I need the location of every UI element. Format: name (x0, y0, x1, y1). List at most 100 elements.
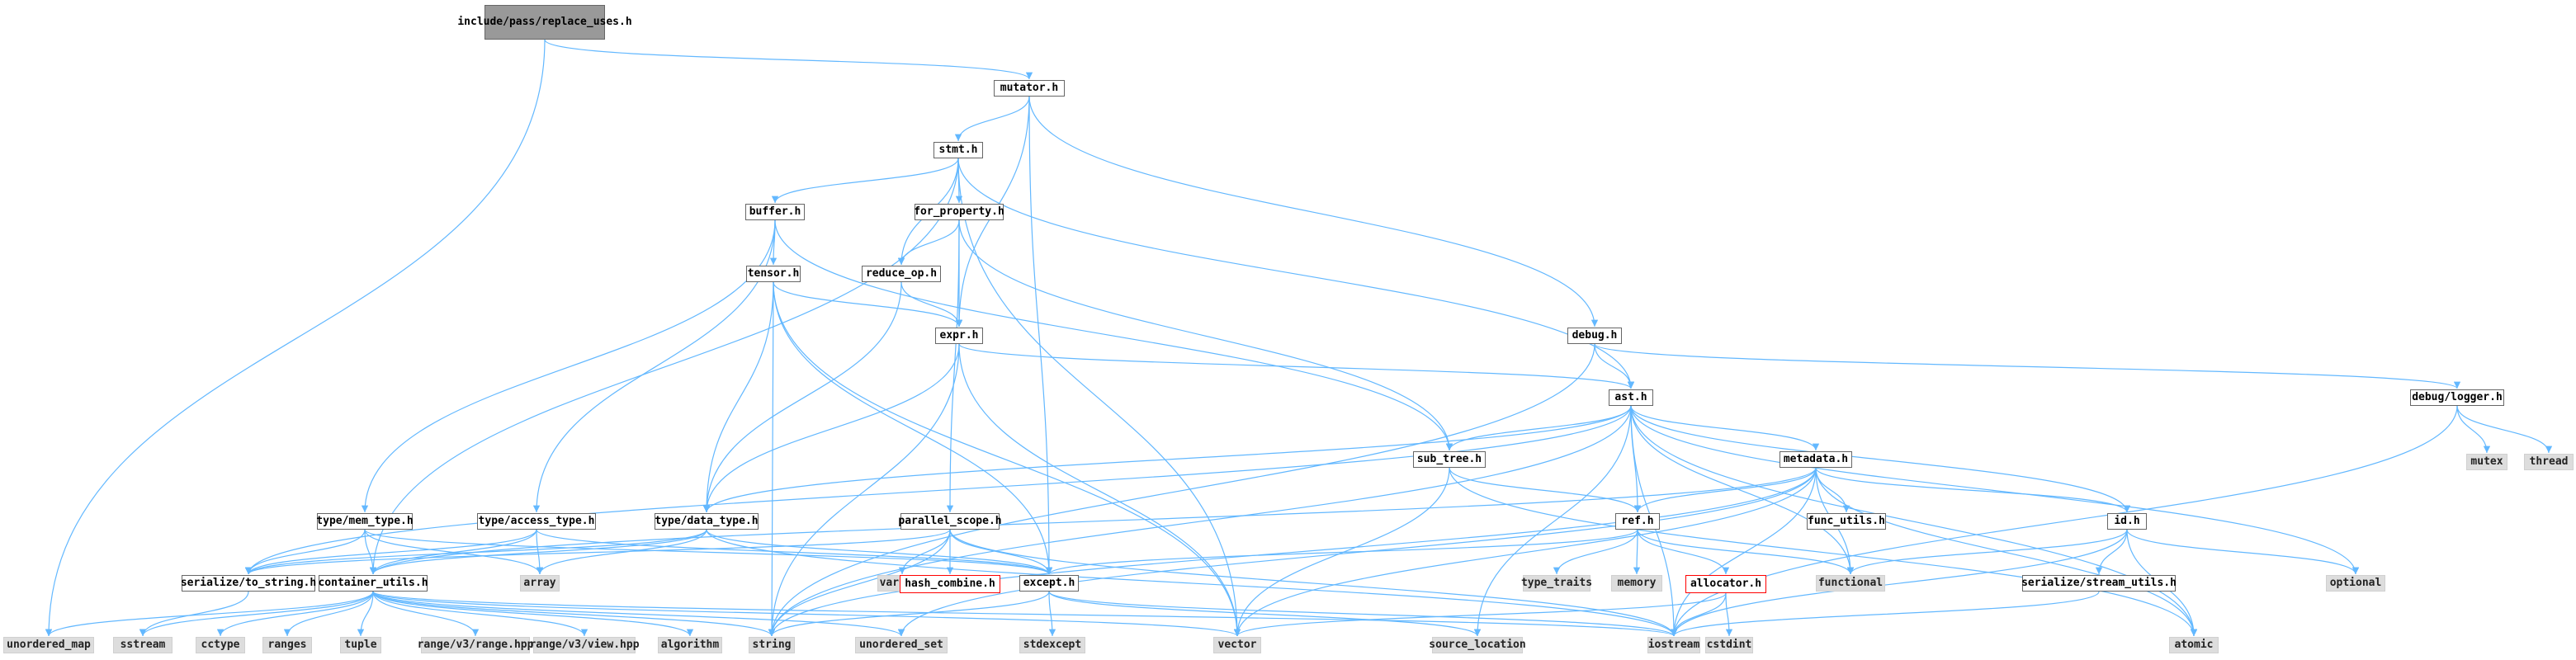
node-string[interactable]: string (749, 637, 795, 653)
edge-expr-to-string (768, 343, 960, 637)
edge-debug-to-ast (1594, 343, 1635, 389)
node-cctype[interactable]: cctype (196, 637, 245, 653)
node-thread[interactable]: thread (2524, 454, 2574, 470)
node-algorithm[interactable]: algorithm (658, 637, 722, 653)
node-metadata-h[interactable]: metadata.h (1780, 451, 1852, 468)
node-sub-tree-h[interactable]: sub_tree.h (1413, 451, 1486, 468)
edge-ast-to-optional (1630, 405, 2360, 575)
node-range-v3-range-hpp[interactable]: range/v3/range.hpp (418, 637, 533, 653)
edge-ast-to-source_location (1473, 405, 1632, 637)
node-type-access-type-h[interactable]: type/access_type.h (477, 513, 596, 530)
node-range-v3-view-hpp[interactable]: range/v3/view.hpp (529, 637, 640, 653)
edge-parallel_scope-to-serialize_to_string (245, 529, 951, 575)
node-unordered-set[interactable]: unordered_set (855, 637, 948, 653)
node-except-h[interactable]: except.h (1019, 575, 1079, 592)
node-atomic[interactable]: atomic (2169, 637, 2219, 653)
node-debug-logger-h[interactable]: debug/logger.h (2410, 389, 2504, 406)
node-array[interactable]: array (520, 575, 560, 592)
node-type-data-type-h[interactable]: type/data_type.h (655, 513, 759, 530)
node-stmt-h[interactable]: stmt.h (934, 142, 983, 158)
edge-debug-to-debug_logger (1594, 343, 2460, 389)
node-sstream[interactable]: sstream (113, 637, 173, 653)
edge-root-to-mutator (544, 39, 1033, 80)
edge-ref-to-type_traits (1553, 529, 1638, 575)
edge-except-to-stdexcept (1048, 591, 1056, 637)
edge-serialize_to_string-to-sstream (139, 591, 249, 637)
edge-parallel_scope-to-string (768, 529, 951, 637)
node-memory[interactable]: memory (1611, 575, 1662, 592)
edge-ast-to-functional (1630, 405, 1855, 575)
edge-container_utils-to-range_v3_view (372, 591, 588, 637)
node-mutex[interactable]: mutex (2466, 454, 2507, 470)
edge-ref-to-allocator (1637, 529, 1730, 575)
node-cstdint[interactable]: cstdint (1705, 637, 1753, 653)
edge-parallel_scope-to-iostream (949, 529, 1678, 637)
node-functional[interactable]: functional (1816, 575, 1885, 592)
edge-debug_logger-to-thread (2456, 405, 2553, 454)
edge-parallel_scope-to-except (949, 529, 1053, 575)
node-allocator-h[interactable]: allocator.h (1685, 575, 1766, 593)
edge-ref-to-except (1046, 529, 1638, 575)
node-tuple[interactable]: tuple (340, 637, 381, 653)
node-vector[interactable]: vector (1213, 637, 1261, 653)
edge-container_utils-to-vector (372, 591, 1241, 637)
edge-expr-to-type_data_type (702, 343, 960, 513)
edge-type_data_type-to-serialize_to_string (244, 529, 707, 575)
edge-expr-to-vector (958, 343, 1241, 637)
node-ast-h[interactable]: ast.h (1609, 389, 1653, 406)
edge-ast-to-string (768, 405, 1632, 637)
edge-type_data_type-to-container_utils (369, 529, 707, 575)
node-for-property-h[interactable]: for_property.h (914, 204, 1004, 220)
node-debug-h[interactable]: debug.h (1567, 328, 1622, 344)
node-buffer-h[interactable]: buffer.h (745, 204, 805, 220)
node-source-location[interactable]: source_location (1429, 637, 1526, 653)
node-mutator-h[interactable]: mutator.h (994, 80, 1065, 97)
edge-id-to-iostream (1670, 529, 2128, 637)
node-container-utils-h[interactable]: container_utils.h (318, 575, 428, 592)
edge-container_utils-to-ranges (283, 591, 374, 637)
edge-reduce_op-to-type_data_type (702, 281, 902, 513)
node-func-utils-h[interactable]: func_utils.h (1807, 513, 1886, 530)
node-serialize-stream-utils-h[interactable]: serialize/stream_utils.h (2021, 575, 2177, 592)
edge-expr-to-ast (958, 343, 1634, 389)
edge-tensor-to-string (768, 281, 776, 637)
node-ref-h[interactable]: ref.h (1615, 513, 1660, 530)
edge-tensor-to-vector (773, 281, 1241, 637)
node-optional[interactable]: optional (2326, 575, 2385, 592)
node-unordered-map[interactable]: unordered_map (3, 637, 94, 653)
edge-reduce_op-to-expr (900, 281, 963, 328)
edge-type_data_type-to-except (706, 529, 1053, 575)
node-tensor-h[interactable]: tensor.h (746, 266, 801, 282)
edge-stmt-to-container_utils (369, 158, 959, 575)
node-type-traits[interactable]: type_traits (1521, 575, 1592, 592)
edge-metadata-to-ref (1633, 467, 1817, 513)
edge-container_utils-to-iostream (372, 591, 1677, 637)
node-ranges[interactable]: ranges (262, 637, 312, 653)
node-parallel-scope-h[interactable]: parallel_scope.h (898, 513, 1002, 530)
edge-container_utils-to-string (372, 591, 776, 637)
node-hash-combine-h[interactable]: hash_combine.h (900, 575, 1000, 593)
edge-ast-to-id (1630, 405, 2131, 513)
edge-metadata-to-string (768, 467, 1817, 637)
edge-root-to-unordered_map (45, 39, 546, 637)
node-expr-h[interactable]: expr.h (935, 328, 983, 344)
node-id-h[interactable]: id.h (2107, 513, 2147, 530)
edge-ast-to-type_data_type (702, 405, 1632, 513)
edge-stmt-to-buffer (771, 158, 959, 204)
node-stdexcept[interactable]: stdexcept (1019, 637, 1085, 653)
node-type-mem-type-h[interactable]: type/mem_type.h (316, 513, 414, 530)
node-replace-uses-h[interactable]: include/pass/replace_uses.h (457, 5, 632, 40)
node-iostream[interactable]: iostream (1647, 637, 1700, 653)
node-reduce-op-h[interactable]: reduce_op.h (862, 266, 941, 282)
node-serialize-to-string-h[interactable]: serialize/to_string.h (181, 575, 316, 592)
edge-debug-to-string (768, 343, 1595, 637)
edge-for_property-to-parallel_scope (946, 219, 960, 513)
edge-type_mem_type-to-except (364, 529, 1052, 575)
edge-stmt-to-ast (957, 158, 1635, 389)
edge-mutator-to-debug (1028, 96, 1599, 328)
edge-stmt-to-vector (957, 158, 1241, 637)
edge-tensor-to-except (773, 281, 1053, 575)
edge-ref-to-memory (1633, 529, 1641, 575)
